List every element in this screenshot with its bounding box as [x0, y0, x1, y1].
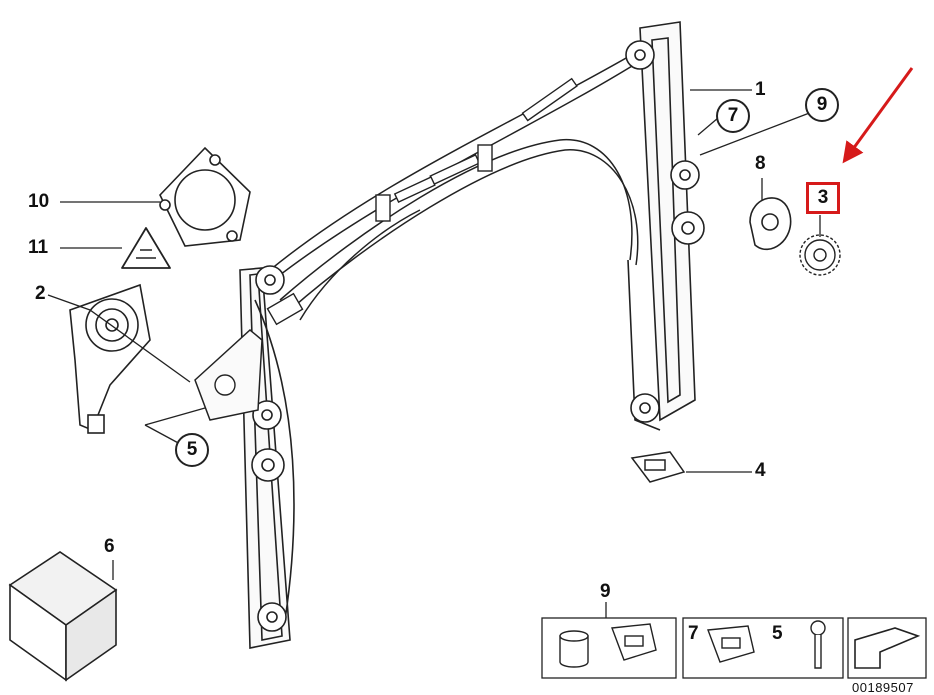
- regulator-cables: [269, 49, 646, 321]
- washer-part-8: [749, 197, 792, 251]
- part-box-6: [8, 551, 118, 682]
- callout-4: 4: [755, 460, 766, 481]
- sprocket-part-3: [799, 234, 841, 276]
- callout-8: 8: [755, 153, 766, 174]
- callout-2: 2: [35, 283, 46, 304]
- legend-box-b-parts: [707, 620, 826, 669]
- callout-7: 7: [716, 99, 750, 133]
- callout-6: 6: [104, 536, 115, 557]
- leader-lines: [47, 89, 821, 618]
- callout-5: 5: [175, 433, 209, 467]
- window-motor-part-2: [69, 283, 151, 434]
- callout-10: 10: [28, 191, 50, 212]
- callout-9: 9: [805, 88, 839, 122]
- reference-number: 00189507: [852, 680, 914, 695]
- return-arrow-icon: [854, 627, 921, 669]
- highlight-arrow: [842, 67, 914, 164]
- rail-pulleys: [251, 40, 705, 632]
- regulator-right-rail: [627, 21, 696, 431]
- warning-label-part-11: [121, 227, 171, 269]
- clip-part-4: [630, 451, 686, 483]
- callout-11: 11: [28, 237, 49, 258]
- gasket-part-10: [159, 146, 251, 247]
- legend-box-a-parts: [559, 623, 657, 668]
- callout-1: 1: [755, 79, 766, 100]
- legend-label-7: 7: [688, 623, 699, 644]
- cable-sleeves: [266, 77, 578, 326]
- callout-3-highlighted: 3: [806, 182, 840, 214]
- legend-label-5: 5: [772, 623, 783, 644]
- legend-label-9: 9: [600, 581, 611, 602]
